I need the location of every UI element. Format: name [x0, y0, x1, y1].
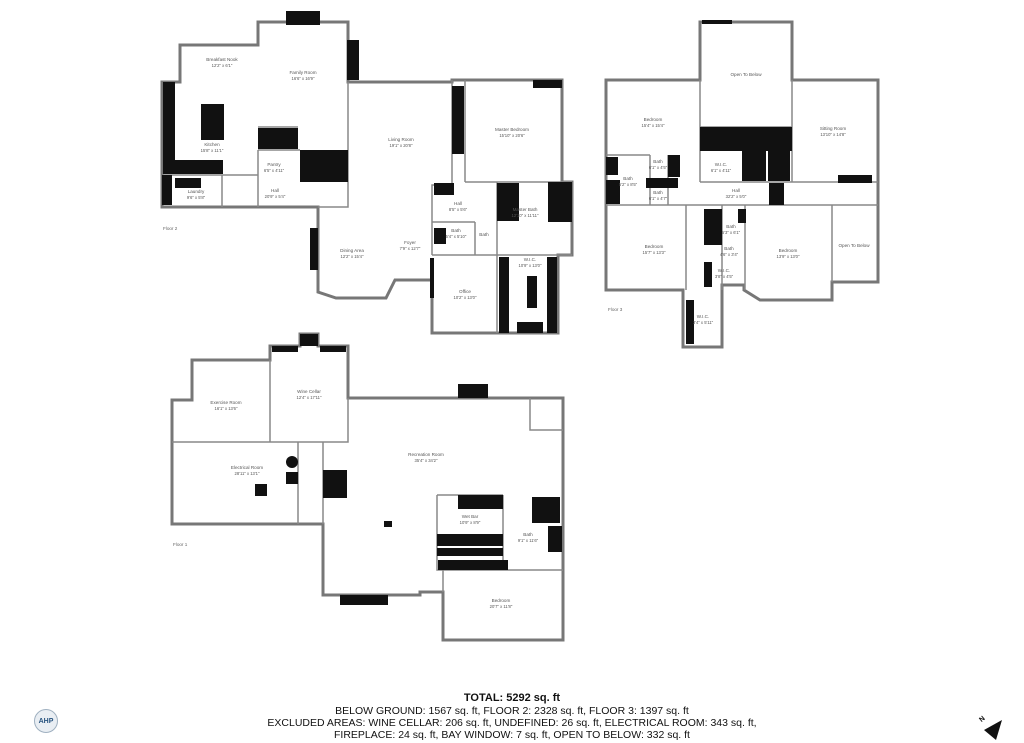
- room-dims: 4'6" x 3'4": [720, 252, 739, 257]
- room-label: Recreation Room: [408, 452, 444, 457]
- room-label: Bedroom: [645, 244, 664, 249]
- room-label: Bath: [653, 190, 663, 195]
- room-dims: 5'2" x 8'5": [619, 182, 638, 187]
- room-label: Electrical Room: [231, 465, 263, 470]
- room-dims: 10'9" x 8'9": [460, 520, 481, 525]
- room-dims: 16'6" x 16'9": [292, 76, 315, 81]
- total-area: TOTAL: 5292 sq. ft: [463, 692, 561, 704]
- room-dims: 5'3" x 6'1": [722, 230, 741, 235]
- room-label: Wine Cellar: [297, 389, 321, 394]
- floor-label: Floor 3: [608, 307, 623, 312]
- floor-1-plan: Exercise Room 16'1" x 13'6" Wine Cellar …: [170, 332, 565, 642]
- room-dims: 20'7" x 11'8": [490, 604, 513, 609]
- room-dims: 10'9" x 13'0": [519, 263, 542, 268]
- room-label: Bath: [726, 224, 736, 229]
- room-label: Pantry: [267, 162, 281, 167]
- floor-label: Floor 2: [163, 226, 178, 231]
- room-dims: 6'1" x 4'7": [649, 196, 668, 201]
- room-label: W.I.C.: [524, 257, 537, 262]
- room-label: Bedroom: [492, 598, 511, 603]
- room-dims: 7'9" x 12'7": [400, 246, 421, 251]
- room-label: Bath: [451, 228, 461, 233]
- room-label: W.I.C.: [718, 268, 731, 273]
- room-dims: 6'1" x 4'5": [649, 165, 668, 170]
- room-label: Bath: [653, 159, 663, 164]
- room-label: Exercise Room: [210, 400, 241, 405]
- room-dims: 13'10" x 14'8": [820, 132, 846, 137]
- room-dims: 12'2" x 15'4": [341, 254, 364, 259]
- room-label: Office: [459, 289, 471, 294]
- room-label: Bath: [724, 246, 734, 251]
- area-breakdown-line-2: EXCLUDED AREAS: WINE CELLAR: 206 sq. ft,…: [267, 717, 757, 729]
- company-logo: AHP: [34, 709, 58, 733]
- room-dims: 8'5" x 5'6": [449, 207, 468, 212]
- room-label: Bath: [479, 232, 489, 237]
- room-dims: 12'4" x 17'11": [297, 395, 322, 400]
- room-dims: 15'8" x 11'1": [201, 148, 224, 153]
- room-label: Master Bedroom: [495, 127, 529, 132]
- logo-text: AHP: [38, 717, 54, 725]
- area-breakdown-line-1: BELOW GROUND: 1567 sq. ft, FLOOR 2: 2328…: [335, 705, 689, 717]
- room-dims: 6'5" x 4'11": [264, 168, 285, 173]
- room-dims: 5'4" x 5'10": [446, 234, 467, 239]
- room-dims: 9'6" x 5'8": [187, 195, 206, 200]
- room-label: W.I.C.: [697, 314, 710, 319]
- floor-2-plan: Breakfast Nook 12'2" x 6'1" Family Room …: [160, 11, 574, 335]
- room-dims: 32'2" x 5'0": [726, 194, 747, 199]
- room-label: Foyer: [404, 240, 416, 245]
- room-dims: 15'7" x 13'3": [643, 250, 666, 255]
- room-dims: 16'1" x 13'6": [215, 406, 238, 411]
- room-label: Dining Area: [340, 248, 364, 253]
- room-dims: 12'10" x 11'11": [511, 213, 539, 218]
- room-dims: 15'10" x 20'6": [499, 133, 525, 138]
- room-label: Open To Below: [838, 243, 870, 248]
- room-dims: 35'4" x 34'2": [415, 458, 438, 463]
- room-label: Breakfast Nook: [206, 57, 238, 62]
- floor-label: Floor 1: [173, 542, 188, 547]
- room-label: Hall: [271, 188, 279, 193]
- room-dims: 12'2" x 6'1": [212, 63, 233, 68]
- room-dims: 10'2" x 13'0": [454, 295, 477, 300]
- floor-3-plan: Open To Below Bedroom 15'4" x 15'4" Sitt…: [604, 20, 880, 349]
- area-breakdown-line-3: FIREPLACE: 24 sq. ft, BAY WINDOW: 7 sq. …: [334, 729, 690, 741]
- room-dims: 28'11" x 13'1": [235, 471, 260, 476]
- room-label: Wet Bar: [462, 514, 479, 519]
- room-dims: 3'8" x 4'5": [715, 274, 734, 279]
- room-dims: 15'4" x 15'4": [642, 123, 665, 128]
- room-label: Open To Below: [730, 72, 762, 77]
- room-dims: 20'9" x 5'4": [265, 194, 286, 199]
- room-dims: 3'4" x 5'11": [693, 320, 714, 325]
- room-label: Bedroom: [644, 117, 663, 122]
- room-label: Living Room: [388, 137, 414, 142]
- room-label: Sitting Room: [820, 126, 846, 131]
- room-label: Bedroom: [779, 248, 798, 253]
- room-label: Kitchen: [204, 142, 220, 147]
- room-dims: 19'1" x 20'8": [390, 143, 413, 148]
- room-label: Bath: [523, 532, 533, 537]
- room-label: W.I.C.: [715, 162, 728, 167]
- room-label: Family Room: [289, 70, 316, 75]
- room-label: Master Bath: [513, 207, 538, 212]
- room-dims: 6'1" x 4'11": [711, 168, 732, 173]
- room-label: Hall: [732, 188, 740, 193]
- room-label: Bath: [623, 176, 633, 181]
- room-dims: 9'1" x 11'6": [518, 538, 539, 543]
- room-dims: 13'9" x 13'0": [777, 254, 800, 259]
- north-arrow-icon: [984, 720, 1002, 740]
- room-label: Hall: [454, 201, 462, 206]
- room-label: Laundry: [188, 189, 205, 194]
